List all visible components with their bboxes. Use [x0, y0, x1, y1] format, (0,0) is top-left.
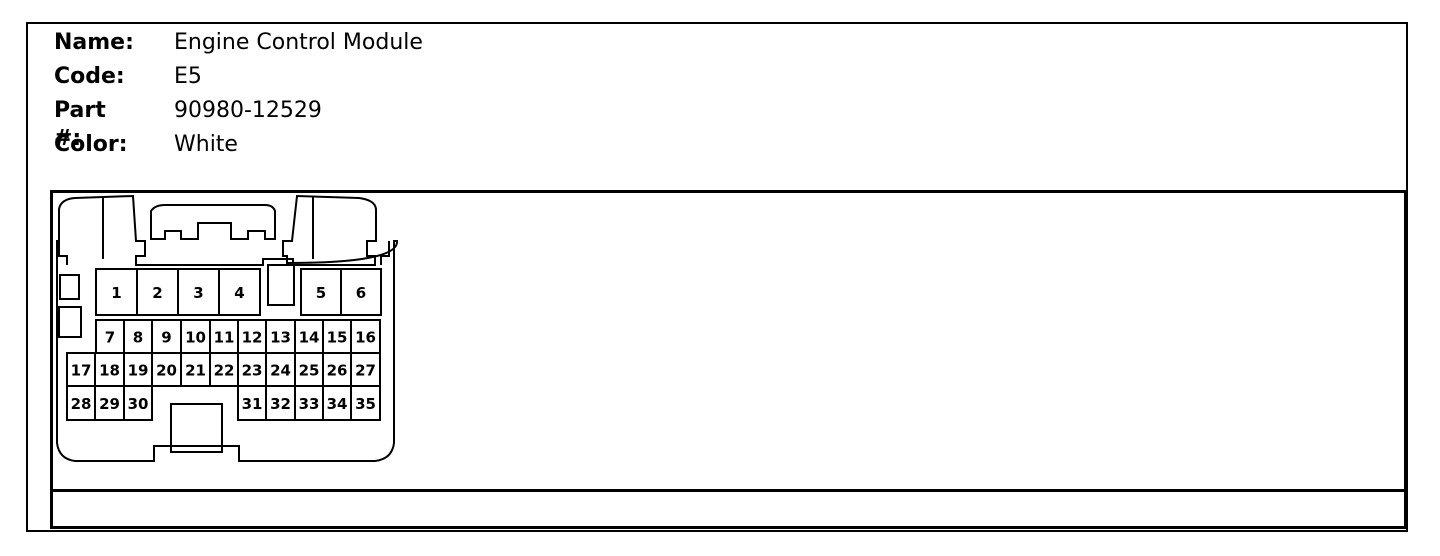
pin-cell: 10	[180, 319, 211, 354]
pin-cell: 33	[294, 385, 324, 421]
bottom-key-slot	[170, 403, 223, 453]
pin-cell: 6	[340, 268, 382, 316]
part-value: 90980-12529	[174, 98, 322, 123]
pin-number: 35	[355, 395, 376, 413]
pin-cell: 23	[237, 352, 267, 387]
pin-number: 25	[299, 362, 320, 380]
pin-number: 30	[128, 395, 149, 413]
pin-number: 18	[99, 362, 120, 380]
pin-cell: 21	[180, 352, 211, 387]
pin-cell: 31	[237, 385, 267, 421]
pin-cell: 18	[94, 352, 125, 387]
pin-number: 5	[316, 284, 326, 302]
pin-cell: 30	[123, 385, 153, 421]
connector-sheet	[26, 22, 1408, 532]
pin-cell-outline	[218, 268, 261, 316]
housing-outline	[56, 194, 399, 462]
pin-number: 26	[327, 362, 348, 380]
pin-number: 16	[355, 329, 376, 347]
pin-cell: 26	[322, 352, 352, 387]
center-key	[150, 204, 276, 240]
pin-cell: 1	[95, 268, 138, 316]
pin-number: 31	[242, 395, 263, 413]
pin-cell: 4	[218, 268, 261, 316]
pin-cell: 24	[265, 352, 296, 387]
pin-number: 7	[105, 329, 115, 347]
pin-cell: 15	[322, 319, 352, 354]
pin-cell-outline	[340, 268, 382, 316]
right-latch	[312, 196, 390, 265]
pin-number: 28	[71, 395, 92, 413]
part-label: Part #:	[54, 98, 106, 151]
color-value: White	[174, 132, 238, 157]
pin-number: 34	[327, 395, 348, 413]
code-value: E5	[174, 64, 202, 89]
pin-number: 21	[185, 362, 206, 380]
pin-number: 13	[270, 329, 291, 347]
pin-cell: 19	[123, 352, 153, 387]
pin-cell: 14	[294, 319, 324, 354]
pin-cell: 22	[209, 352, 239, 387]
pin-cell: 5	[300, 268, 342, 316]
pin-cell: 35	[350, 385, 381, 421]
pin-cell: 9	[151, 319, 182, 354]
pin-number: 8	[133, 329, 143, 347]
pin-cell: 29	[94, 385, 125, 421]
pin-cell: 12	[237, 319, 267, 354]
pin-number: 20	[156, 362, 177, 380]
pin-number: 2	[152, 284, 162, 302]
name-value: Engine Control Module	[174, 30, 423, 55]
pin-number: 32	[270, 395, 291, 413]
pin-cell: 32	[265, 385, 296, 421]
pin-number: 27	[355, 362, 376, 380]
pin-number: 29	[99, 395, 120, 413]
connector-housing	[56, 194, 399, 462]
pin-cell: 3	[177, 268, 220, 316]
pin-cell: 2	[136, 268, 179, 316]
name-label: Name:	[54, 30, 134, 55]
pin-cell-outline	[350, 385, 381, 421]
pin-number: 33	[299, 395, 320, 413]
pin-number: 19	[128, 362, 149, 380]
left-latch	[58, 196, 104, 265]
color-label: Color:	[54, 132, 128, 157]
pin-cell: 11	[209, 319, 239, 354]
pin-number: 22	[214, 362, 235, 380]
footer-panel	[50, 492, 1407, 529]
pin-number: 14	[299, 329, 320, 347]
pin-cell: 7	[95, 319, 125, 354]
pin-number: 23	[242, 362, 263, 380]
pin-number: 12	[242, 329, 263, 347]
pin-cell: 25	[294, 352, 324, 387]
pin-number: 9	[161, 329, 171, 347]
pin-cell: 8	[123, 319, 153, 354]
pin-gap-key	[267, 264, 295, 306]
pin-number: 11	[214, 329, 235, 347]
pin-number: 15	[327, 329, 348, 347]
pin-cell: 27	[350, 352, 381, 387]
pin-cell: 17	[66, 352, 96, 387]
pin-number: 17	[71, 362, 92, 380]
pin-cell-outline	[123, 385, 153, 421]
pin-number: 10	[185, 329, 206, 347]
pin-cell: 28	[66, 385, 96, 421]
pin-cell: 13	[265, 319, 296, 354]
pin-cell: 34	[322, 385, 352, 421]
pin-number: 3	[193, 284, 203, 302]
pin-number: 1	[111, 284, 121, 302]
pin-number: 4	[234, 284, 244, 302]
pin-cell: 20	[151, 352, 182, 387]
side-tab-upper	[59, 274, 80, 300]
pin-cell: 16	[350, 319, 381, 354]
code-label: Code:	[54, 64, 125, 89]
side-tab-lower	[58, 306, 82, 338]
pin-number: 6	[356, 284, 366, 302]
pin-number: 24	[270, 362, 291, 380]
